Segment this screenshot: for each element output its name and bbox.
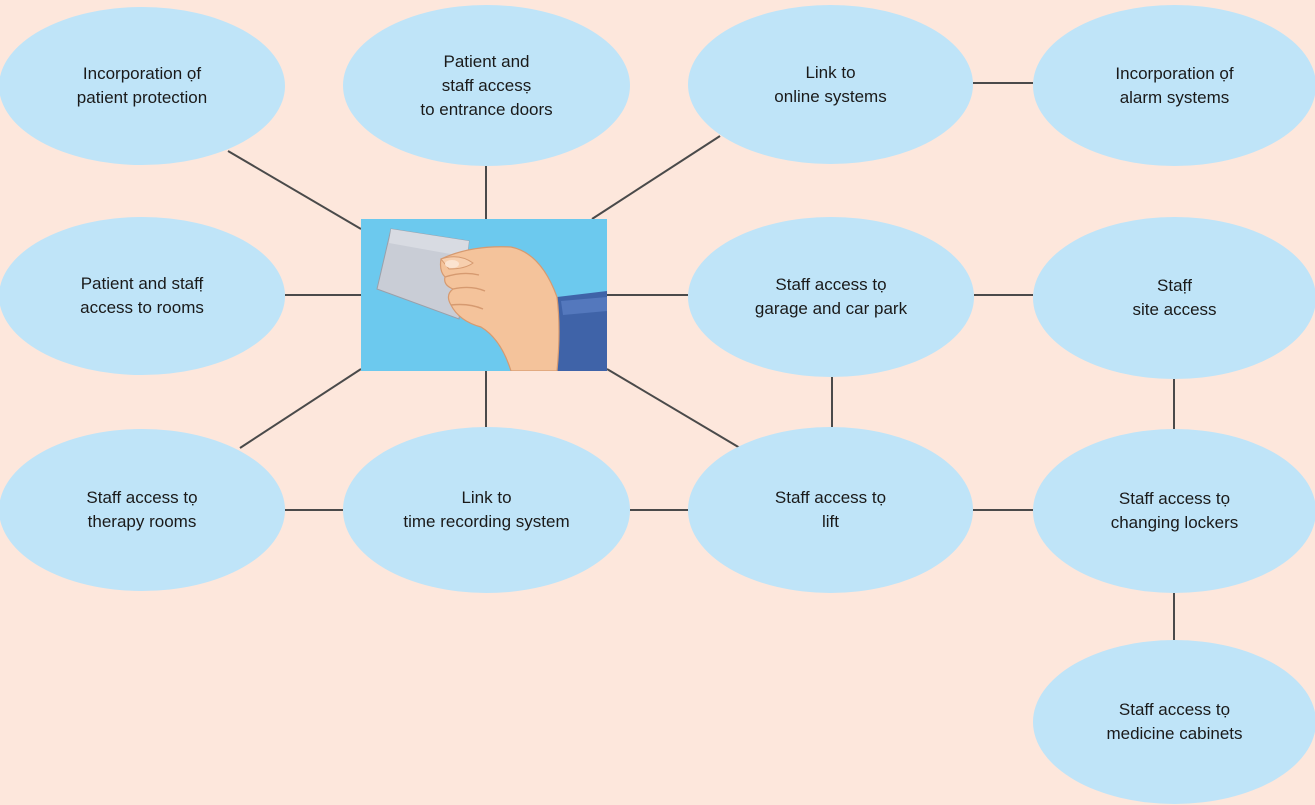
- node-label: Link to online systems: [774, 62, 887, 106]
- node-label: Link to time recording system: [403, 488, 570, 531]
- node-label: Patient and staff̣ access to rooms: [80, 274, 204, 317]
- node-online-systems: Link to online systems: [688, 5, 973, 164]
- node-label: Staff access tọ lift: [774, 488, 887, 531]
- node-patient-protection: Incorporation ọf patient protection: [0, 7, 285, 165]
- node-medicine-cabinets: Staff access tọ medicine cabinets: [1033, 640, 1315, 804]
- node-label: Staff access tọ medicine cabinets: [1106, 700, 1243, 743]
- node-lift: Staff access tọ lift: [688, 427, 973, 593]
- node-label: Patient and staff accesṣ to entrance doo…: [420, 51, 553, 119]
- access-card-photo: [361, 219, 607, 371]
- node-therapy-rooms: Staff access tọ therapy rooms: [0, 429, 285, 591]
- node-rooms: Patient and staff̣ access to rooms: [0, 217, 285, 375]
- node-label: Incorporation ọf alarm systems: [1115, 63, 1234, 107]
- connector-online-systems: [591, 135, 721, 220]
- node-garage-car-park: Staff access tọ garage and car park: [688, 217, 974, 377]
- node-label: Incorporation ọf patient protection: [76, 64, 208, 107]
- connector-lift: [606, 368, 741, 449]
- node-label: Staff access tọ therapy rooms: [86, 488, 198, 531]
- connector-therapy: [239, 368, 362, 449]
- hand-holding-card-icon: [361, 219, 607, 371]
- node-time-recording: Link to time recording system: [343, 427, 630, 593]
- node-site-access: Staf̣f site access: [1033, 217, 1315, 379]
- node-label: Staf̣f site access: [1132, 276, 1217, 319]
- node-entrance-doors: Patient and staff accesṣ to entrance doo…: [343, 5, 630, 166]
- node-label: Staff access tọ changing lockers: [1110, 489, 1239, 532]
- node-label: Staff access tọ garage and car park: [754, 275, 908, 318]
- connector-patient-protection: [227, 150, 362, 230]
- node-alarm-systems: Incorporation ọf alarm systems: [1033, 5, 1315, 166]
- node-changing-lockers: Staff access tọ changing lockers: [1033, 429, 1315, 593]
